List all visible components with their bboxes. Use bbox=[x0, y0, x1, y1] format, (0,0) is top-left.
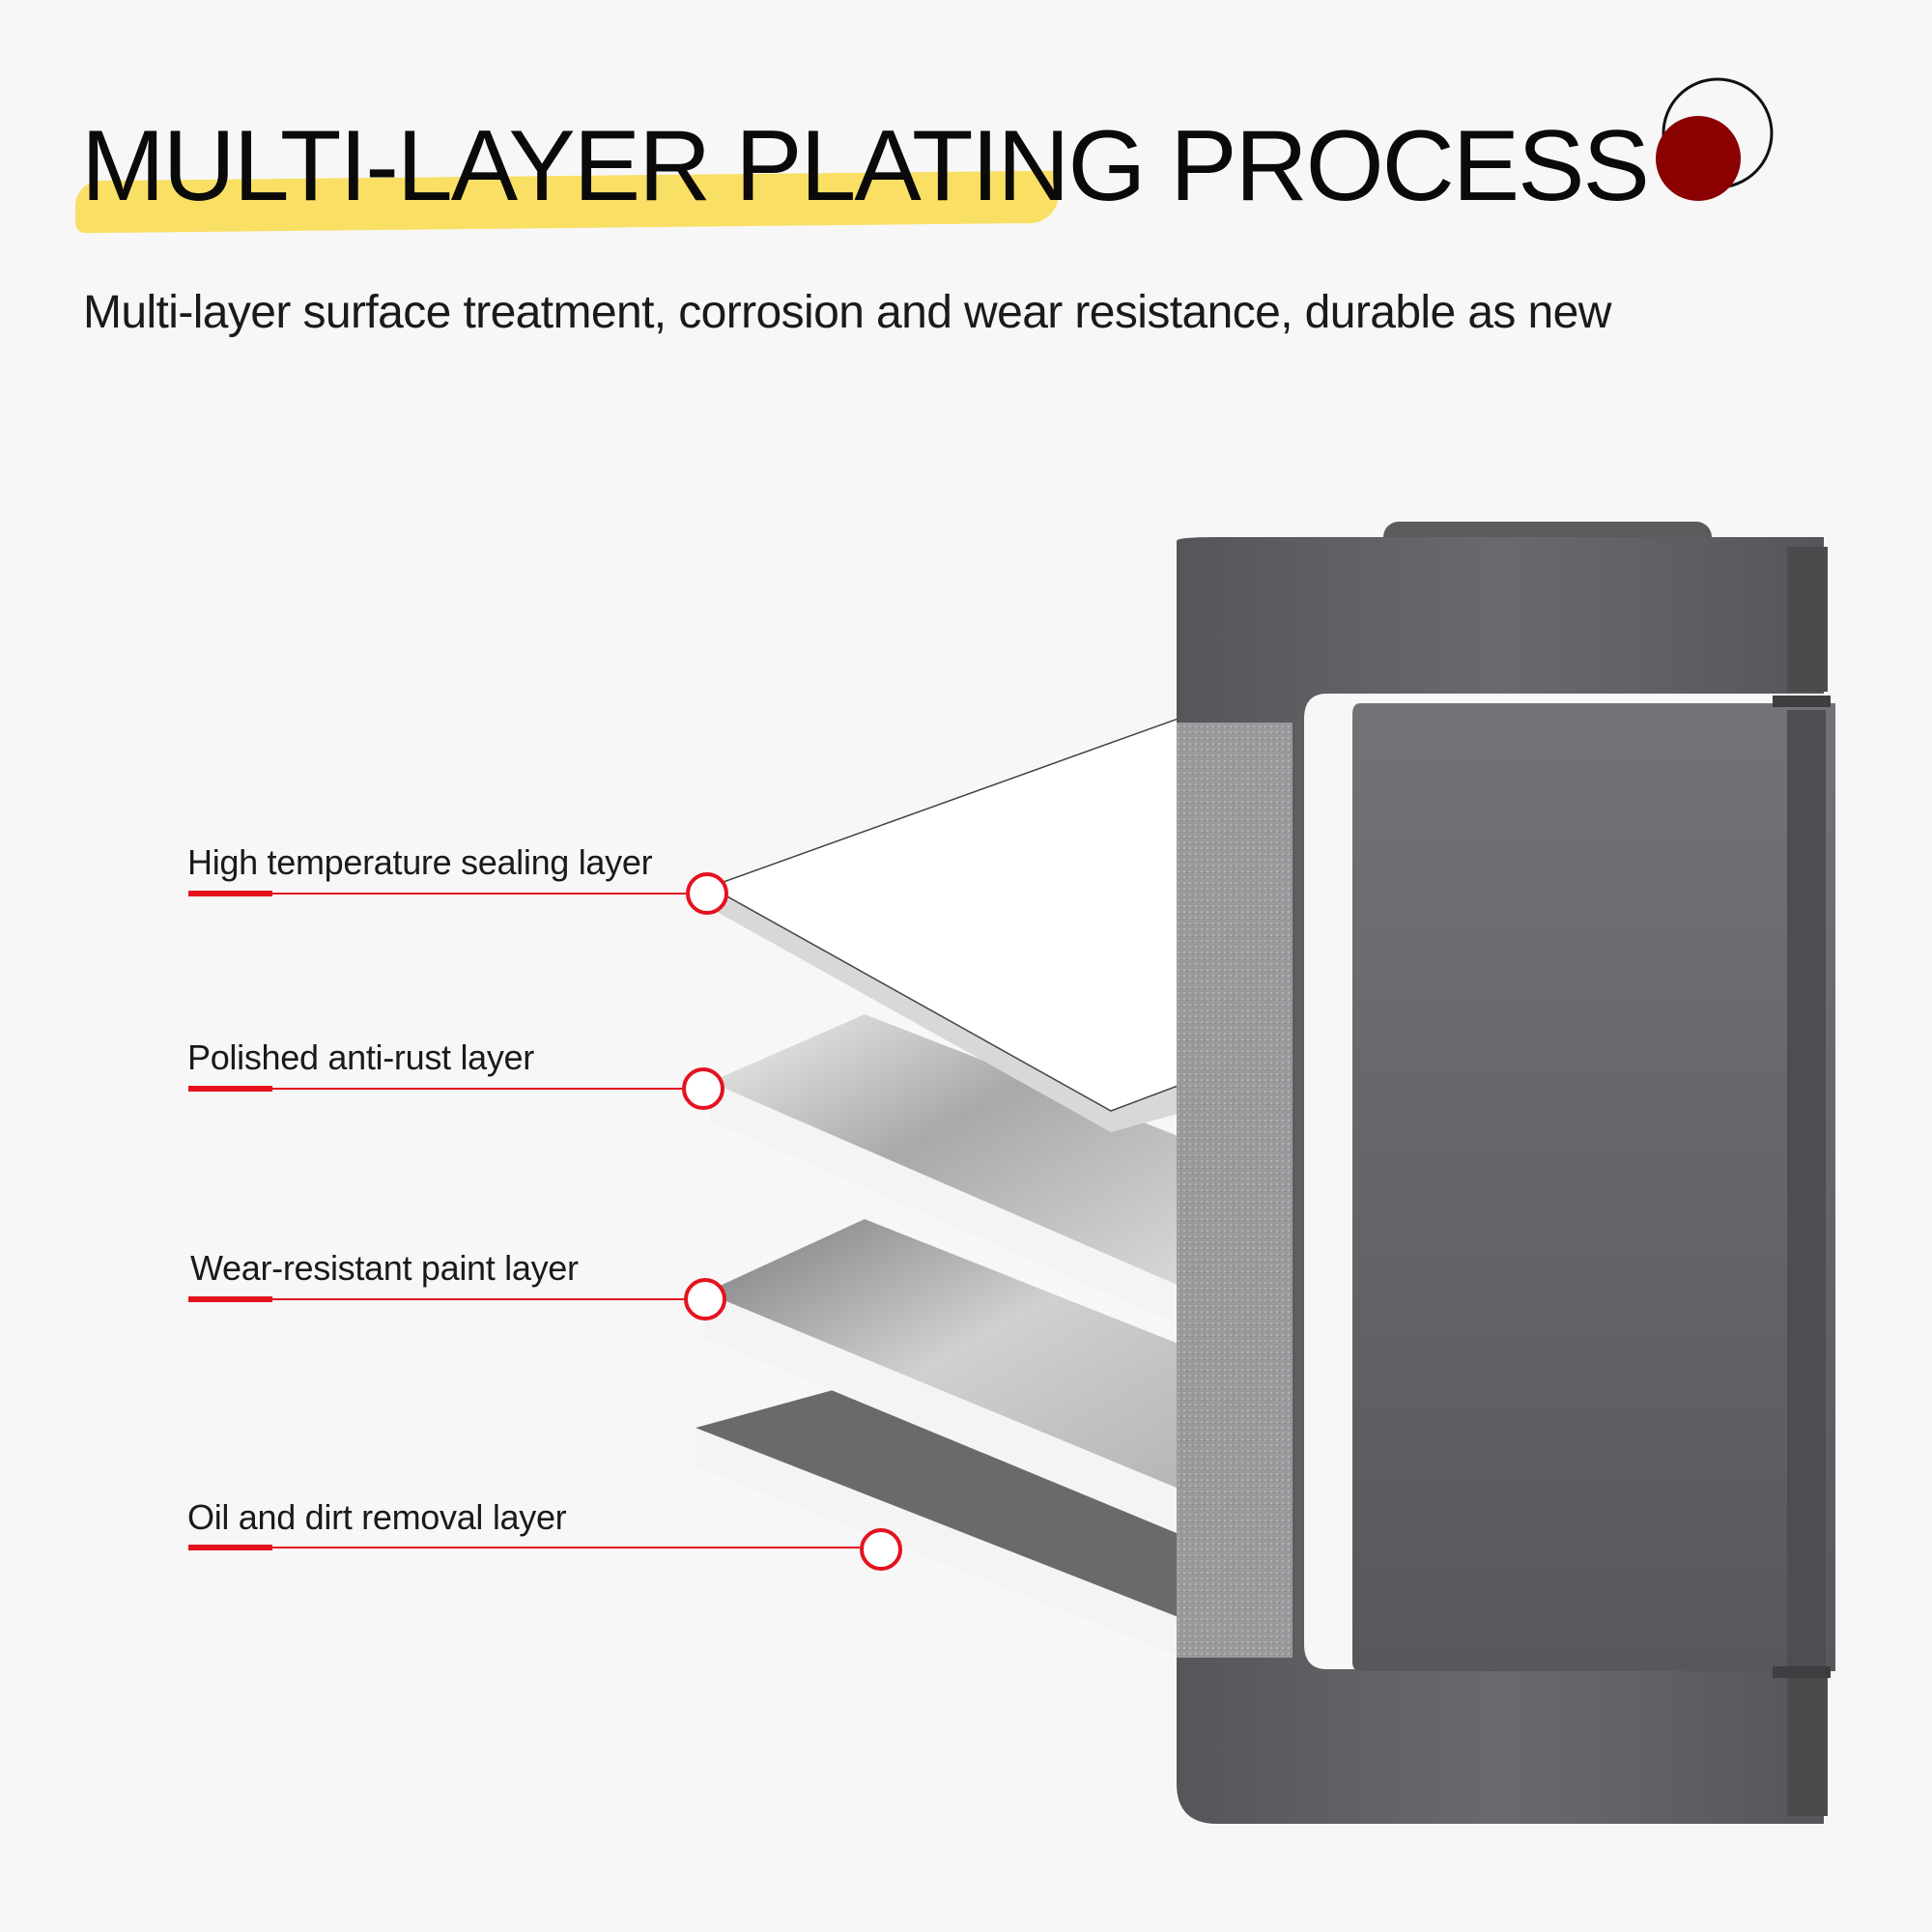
leader-lines bbox=[188, 872, 902, 1571]
hinge-body bbox=[1177, 522, 1835, 1824]
page-subtitle: Multi-layer surface treatment, corrosion… bbox=[83, 287, 1611, 338]
layer-label-sealing: High temperature sealing layer bbox=[187, 842, 653, 882]
brand-logo-icon bbox=[1656, 77, 1774, 201]
layer-label-paint: Wear-resistant paint layer bbox=[190, 1248, 579, 1288]
layer-3-plate bbox=[705, 1219, 1188, 1538]
layer-label-oil-removal: Oil and dirt removal layer bbox=[187, 1497, 567, 1537]
layer-label-anti-rust: Polished anti-rust layer bbox=[187, 1037, 534, 1077]
page-title: MULTI-LAYER PLATING PROCESS bbox=[81, 110, 1650, 222]
layer-4-plate bbox=[696, 1381, 1188, 1660]
layer-2-plate bbox=[710, 1014, 1188, 1328]
